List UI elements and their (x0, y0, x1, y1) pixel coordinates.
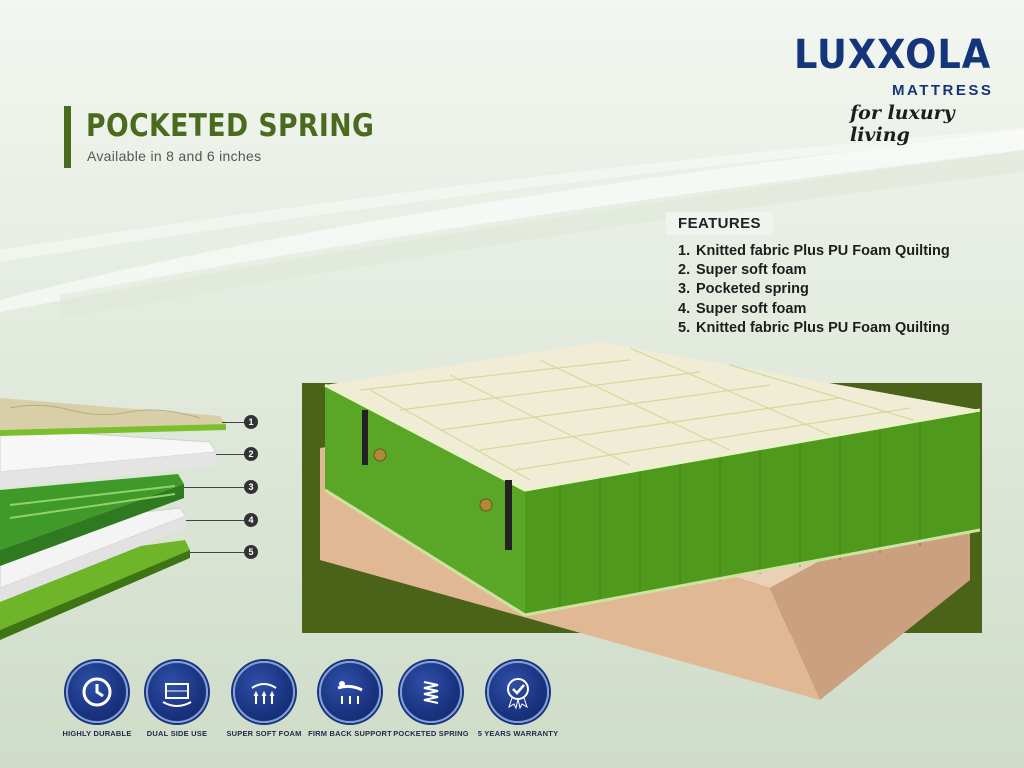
feature-item: 1.Knitted fabric Plus PU Foam Quilting (678, 243, 950, 259)
product-subtitle: Available in 8 and 6 inches (87, 148, 262, 164)
mattress-drawing (320, 342, 981, 700)
product-title: POCKETED SPRING (86, 108, 375, 144)
badge-pocketed-spring: POCKETED SPRING (376, 661, 486, 738)
callout-5: 5 (244, 545, 258, 559)
flip-mattress-icon (146, 661, 208, 723)
callout-1: 1 (244, 415, 258, 429)
brand-subtitle: MATTRESS (892, 82, 994, 99)
clock-icon (66, 661, 128, 723)
badge-dual-side-use: DUAL SIDE USE (122, 661, 232, 738)
brand-tagline: for luxury living (850, 102, 955, 146)
badge-5-years-warranty: 5 YEARS WARRANTY (463, 661, 573, 738)
brand-logo: LUXXOLA MATTRESS for luxury living (794, 32, 1004, 146)
mattress-layers-diagram: 1 2 3 4 5 (0, 390, 290, 650)
callout-2: 2 (244, 447, 258, 461)
badge-firm-back-support: FIRM BACK SUPPORT (295, 661, 405, 738)
back-support-icon (319, 661, 381, 723)
callout-3: 3 (244, 480, 258, 494)
badge-label: FIRM BACK SUPPORT (308, 729, 392, 738)
feature-item: 4.Super soft foam (678, 300, 807, 317)
feather-icon (233, 661, 295, 723)
brand-name: LUXXOLA (794, 32, 992, 78)
features-list: 1.Knitted fabric Plus PU Foam Quilting 2… (678, 242, 950, 338)
mattress-image (300, 330, 1000, 710)
title-accent-bar (64, 106, 71, 168)
callout-4: 4 (244, 513, 258, 527)
badge-label: HIGHLY DURABLE (62, 729, 132, 738)
spring-icon (400, 661, 462, 723)
feature-item: 3.Pocketed spring (678, 281, 809, 298)
badge-super-soft-foam: SUPER SOFT FOAM (209, 661, 319, 738)
badge-highly-durable: HIGHLY DURABLE (42, 661, 152, 738)
badge-label: 5 YEARS WARRANTY (477, 729, 559, 738)
badge-label: POCKETED SPRING (393, 729, 469, 738)
features-heading: FEATURES (666, 212, 773, 235)
badge-label: DUAL SIDE USE (146, 729, 208, 738)
feature-item: 5.Knitted fabric Plus PU Foam Quilting (678, 319, 950, 336)
layers-drawing (0, 398, 226, 640)
badge-label: SUPER SOFT FOAM (226, 729, 302, 738)
warranty-medal-icon (487, 661, 549, 723)
feature-item: 2.Super soft foam (678, 262, 807, 279)
